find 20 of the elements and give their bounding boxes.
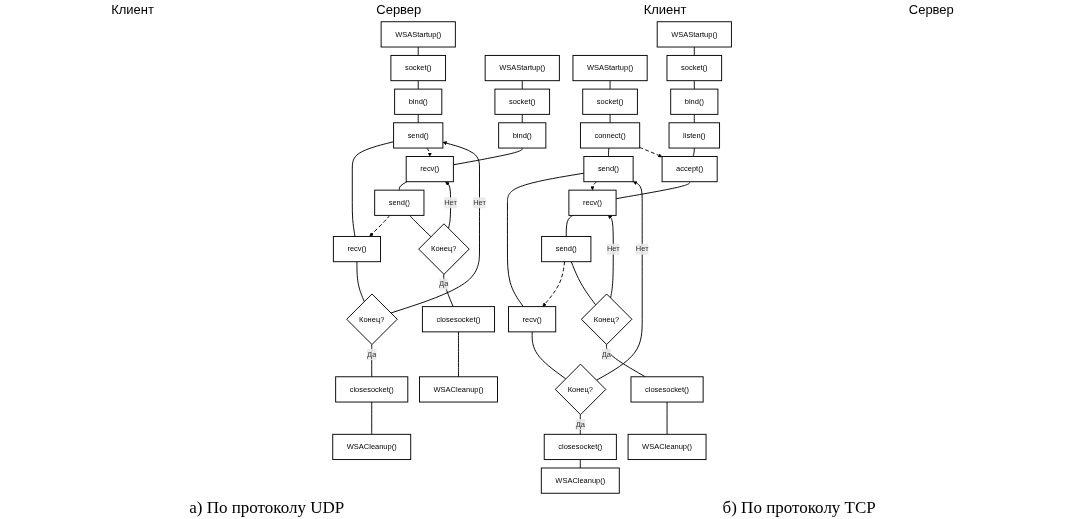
connector <box>356 261 366 302</box>
column-heading: Сервер <box>908 1 954 17</box>
connector <box>532 331 567 380</box>
connector <box>610 113 611 124</box>
connector <box>458 331 460 378</box>
connector <box>399 181 408 191</box>
connector <box>610 80 611 90</box>
caption: а) По протоколу UDP <box>189 498 345 518</box>
column-heading: Клиент <box>111 1 154 17</box>
connector <box>667 401 668 435</box>
connector <box>409 214 432 238</box>
column-heading: Клиент <box>643 1 687 17</box>
connector <box>571 261 597 306</box>
connector <box>566 214 574 237</box>
connector <box>693 147 696 157</box>
connector <box>371 401 373 435</box>
caption: б) По протоколу TCP <box>722 498 876 518</box>
column-heading: Сервер <box>376 1 422 17</box>
connector <box>616 181 691 200</box>
connector <box>453 147 524 166</box>
